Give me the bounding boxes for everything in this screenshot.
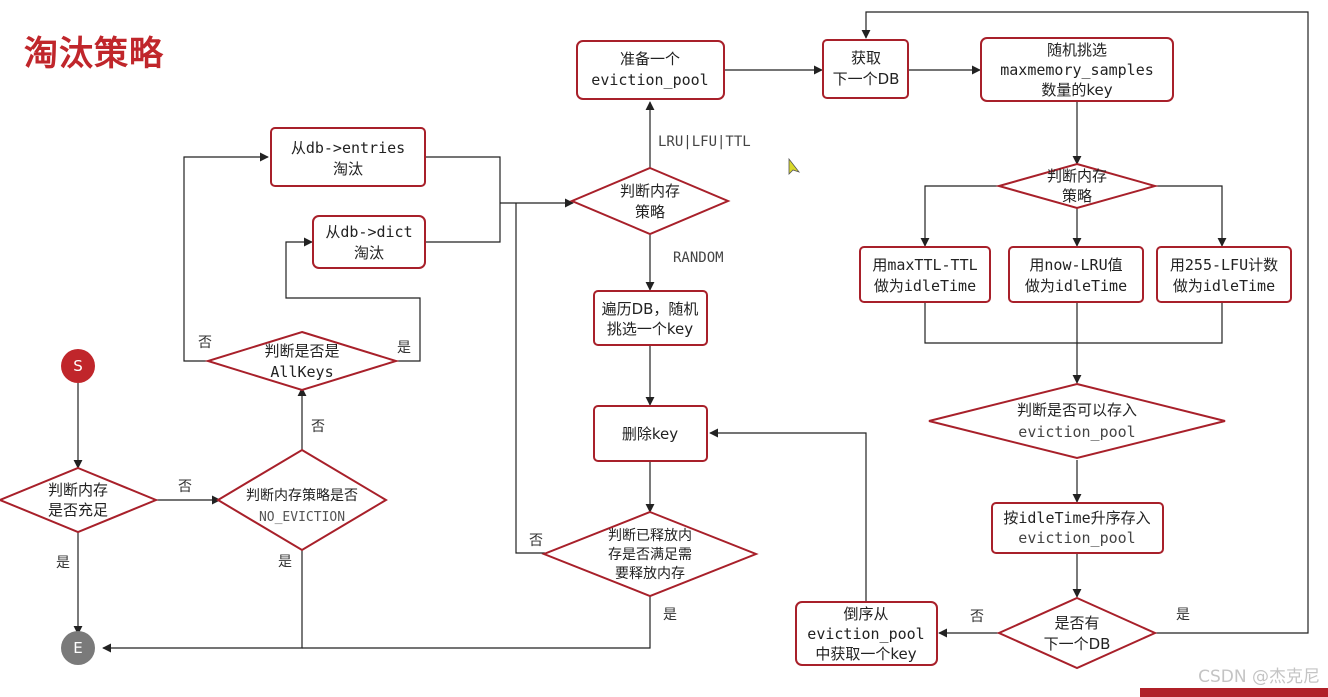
svg-text:eviction_pool: eviction_pool bbox=[591, 71, 708, 89]
node-evict-entries: 从db->entries 淘汰 bbox=[270, 127, 426, 187]
bottom-decoration-bar bbox=[1140, 688, 1328, 697]
edge-reverse-to-delete bbox=[709, 428, 867, 601]
node-end: E bbox=[61, 631, 95, 665]
svg-text:做为idleTime: 做为idleTime bbox=[1173, 277, 1275, 295]
svg-text:E: E bbox=[73, 639, 82, 657]
edge-released-yes bbox=[302, 596, 651, 649]
cursor-icon bbox=[788, 157, 801, 175]
svg-text:中获取一个key: 中获取一个key bbox=[815, 645, 916, 663]
edge-strategy-to-lfu bbox=[1155, 185, 1227, 247]
node-check-mem-strategy: 判断内存 策略 bbox=[995, 162, 1159, 210]
svg-text:下一个DB: 下一个DB bbox=[1044, 635, 1111, 653]
node-use-ttl: 用maxTTL-TTL 做为idleTime bbox=[859, 246, 991, 303]
node-use-lru: 用now-LRU值 做为idleTime bbox=[1008, 246, 1144, 303]
svg-text:做为idleTime: 做为idleTime bbox=[1025, 277, 1127, 295]
label-has-next-no: 否 bbox=[970, 609, 984, 625]
svg-text:判断内存: 判断内存 bbox=[48, 481, 108, 499]
node-has-next-db: 是否有 下一个DB bbox=[996, 596, 1158, 670]
svg-text:从db->dict: 从db->dict bbox=[325, 223, 412, 241]
svg-text:eviction_pool: eviction_pool bbox=[1018, 529, 1135, 547]
svg-text:是否有: 是否有 bbox=[1054, 614, 1099, 632]
svg-text:数量的key: 数量的key bbox=[1041, 81, 1112, 99]
node-random-pick: 随机挑选 maxmemory_samples 数量的key bbox=[980, 37, 1174, 102]
svg-text:存是否满足需: 存是否满足需 bbox=[608, 547, 692, 563]
svg-text:eviction_pool: eviction_pool bbox=[1018, 423, 1135, 441]
node-check-no-eviction: 判断内存策略是否 NO_EVICTION bbox=[216, 448, 388, 552]
svg-text:判断是否是: 判断是否是 bbox=[264, 342, 339, 360]
label-has-next-yes: 是 bbox=[1176, 607, 1190, 623]
label-released-no: 否 bbox=[529, 533, 543, 549]
node-delete-key: 删除key bbox=[593, 405, 708, 462]
page-title: 淘汰策略 bbox=[24, 34, 164, 74]
node-check-strategy: 判断内存 策略 bbox=[569, 166, 731, 236]
svg-text:淘汰: 淘汰 bbox=[333, 160, 363, 178]
svg-text:判断是否可以存入: 判断是否可以存入 bbox=[1017, 401, 1137, 419]
svg-text:随机挑选: 随机挑选 bbox=[1047, 41, 1107, 59]
node-get-next-db: 获取 下一个DB bbox=[822, 39, 909, 99]
edge-ttl-merge bbox=[924, 303, 1223, 344]
node-store-sorted: 按idleTime升序存入 eviction_pool bbox=[991, 502, 1164, 554]
node-traverse-db: 遍历DB，随机 挑选一个key bbox=[593, 290, 708, 346]
label-check-memory-no: 否 bbox=[178, 479, 192, 495]
connectors bbox=[73, 11, 1309, 653]
node-start: S bbox=[61, 349, 95, 383]
edge-allkeys-yes bbox=[285, 237, 421, 362]
svg-text:淘汰: 淘汰 bbox=[354, 244, 384, 262]
label-no-eviction-yes: 是 bbox=[278, 554, 292, 570]
svg-text:做为idleTime: 做为idleTime bbox=[874, 277, 976, 295]
svg-text:准备一个: 准备一个 bbox=[620, 50, 680, 68]
edge-no-eviction-yes bbox=[102, 550, 303, 653]
edge-entries-to-strategy bbox=[425, 156, 501, 203]
node-evict-dict: 从db->dict 淘汰 bbox=[312, 215, 426, 269]
node-check-released: 判断已释放内 存是否满足需 要释放内存 bbox=[541, 510, 759, 598]
svg-text:判断内存策略是否: 判断内存策略是否 bbox=[246, 487, 358, 504]
svg-text:用maxTTL-TTL: 用maxTTL-TTL bbox=[872, 256, 977, 274]
label-allkeys-yes: 是 bbox=[397, 340, 411, 356]
node-use-lfu: 用255-LFU计数 做为idleTime bbox=[1156, 246, 1292, 303]
label-released-yes: 是 bbox=[663, 607, 677, 623]
edge-has-next-yes bbox=[861, 11, 1309, 634]
edge-released-no bbox=[515, 203, 545, 554]
label-allkeys-no: 否 bbox=[198, 335, 212, 351]
svg-text:NO_EVICTION: NO_EVICTION bbox=[259, 510, 345, 525]
edge-strategy-to-ttl bbox=[920, 185, 1000, 247]
edge-labels: 否 是 否 是 否 是 LRU|LFU|TTL RANDOM 否 是 否 是 bbox=[56, 134, 1190, 625]
svg-text:maxmemory_samples: maxmemory_samples bbox=[1000, 61, 1154, 79]
node-check-can-store: 判断是否可以存入 eviction_pool bbox=[928, 382, 1226, 460]
svg-text:eviction_pool: eviction_pool bbox=[807, 625, 924, 643]
svg-text:AllKeys: AllKeys bbox=[270, 363, 333, 381]
svg-text:判断内存: 判断内存 bbox=[620, 182, 680, 200]
svg-text:删除key: 删除key bbox=[622, 425, 678, 443]
node-check-memory: 判断内存 是否充足 bbox=[0, 466, 159, 534]
svg-text:遍历DB，随机: 遍历DB，随机 bbox=[602, 300, 699, 318]
label-no-eviction-no: 否 bbox=[311, 419, 325, 435]
edge-dict-to-strategy bbox=[425, 203, 501, 243]
svg-text:是否充足: 是否充足 bbox=[48, 501, 108, 519]
svg-text:按idleTime升序存入: 按idleTime升序存入 bbox=[1003, 509, 1150, 527]
label-random: RANDOM bbox=[673, 250, 724, 266]
svg-text:判断已释放内: 判断已释放内 bbox=[608, 528, 692, 544]
node-reverse-get: 倒序从 eviction_pool 中获取一个key bbox=[795, 601, 938, 666]
svg-text:获取: 获取 bbox=[851, 49, 881, 67]
svg-text:判断内存: 判断内存 bbox=[1047, 167, 1107, 185]
svg-text:策略: 策略 bbox=[1062, 187, 1092, 205]
svg-text:下一个DB: 下一个DB bbox=[833, 70, 900, 88]
node-prepare-pool: 准备一个 eviction_pool bbox=[576, 40, 725, 100]
svg-text:策略: 策略 bbox=[635, 203, 665, 221]
edge-allkeys-no bbox=[183, 152, 269, 362]
svg-text:倒序从: 倒序从 bbox=[843, 605, 888, 623]
svg-text:S: S bbox=[73, 357, 83, 375]
watermark: CSDN @杰克尼 bbox=[1198, 667, 1320, 687]
svg-text:从db->entries: 从db->entries bbox=[291, 139, 405, 157]
node-check-allkeys: 判断是否是 AllKeys bbox=[204, 330, 400, 392]
label-check-memory-yes: 是 bbox=[56, 555, 70, 571]
svg-text:用now-LRU值: 用now-LRU值 bbox=[1029, 256, 1122, 274]
svg-text:用255-LFU计数: 用255-LFU计数 bbox=[1170, 256, 1278, 274]
svg-text:要释放内存: 要释放内存 bbox=[615, 566, 685, 582]
svg-text:挑选一个key: 挑选一个key bbox=[607, 320, 693, 338]
label-lru-lfu-ttl: LRU|LFU|TTL bbox=[658, 134, 751, 150]
